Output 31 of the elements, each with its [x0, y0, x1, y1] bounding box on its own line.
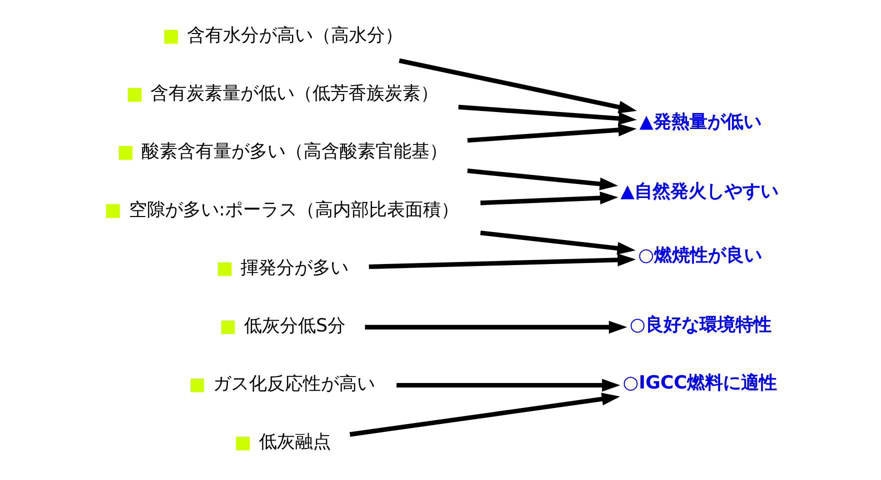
- node-box: [118, 146, 132, 160]
- node-text: ▲発熱量が低い: [639, 112, 762, 133]
- node-box: [218, 262, 232, 276]
- node-label: 低灰分低S分: [244, 315, 346, 336]
- node-box: [106, 204, 120, 218]
- arrow: [398, 58, 637, 114]
- node-text: ○IGCC燃料に適性: [622, 372, 778, 394]
- arrow: [467, 124, 637, 143]
- node-label: 含有水分が高い（高水分）: [186, 24, 403, 46]
- arrow: [365, 320, 628, 334]
- node-box: [221, 320, 235, 334]
- node-label: 低灰融点: [258, 432, 331, 453]
- node-box: [164, 30, 178, 44]
- node-text: ○燃焼性が良い: [638, 244, 762, 266]
- node-label: 含有炭素量が低い（低芳香族炭素）: [150, 83, 439, 104]
- arrow: [480, 230, 636, 255]
- node-box: [190, 378, 204, 392]
- arrow: [467, 168, 618, 190]
- node-label: 空隙が多い:ポーラス（高内部比表面積）: [128, 199, 460, 220]
- arrow: [368, 254, 636, 270]
- arrow: [396, 378, 620, 392]
- node-label: ガス化反応性が高い: [213, 374, 376, 395]
- arrow: [458, 104, 637, 125]
- arrow: [480, 192, 618, 206]
- node-label: 揮発分が多い: [240, 257, 349, 278]
- node-box: [236, 436, 250, 450]
- node-text: ○良好な環境特性: [630, 314, 772, 336]
- node-label: 酸素含有量が多い（高含酸素官能基）: [141, 141, 448, 162]
- arrow: [350, 392, 620, 437]
- node-box: [128, 88, 142, 102]
- node-text: ▲自然発火しやすい: [620, 181, 779, 202]
